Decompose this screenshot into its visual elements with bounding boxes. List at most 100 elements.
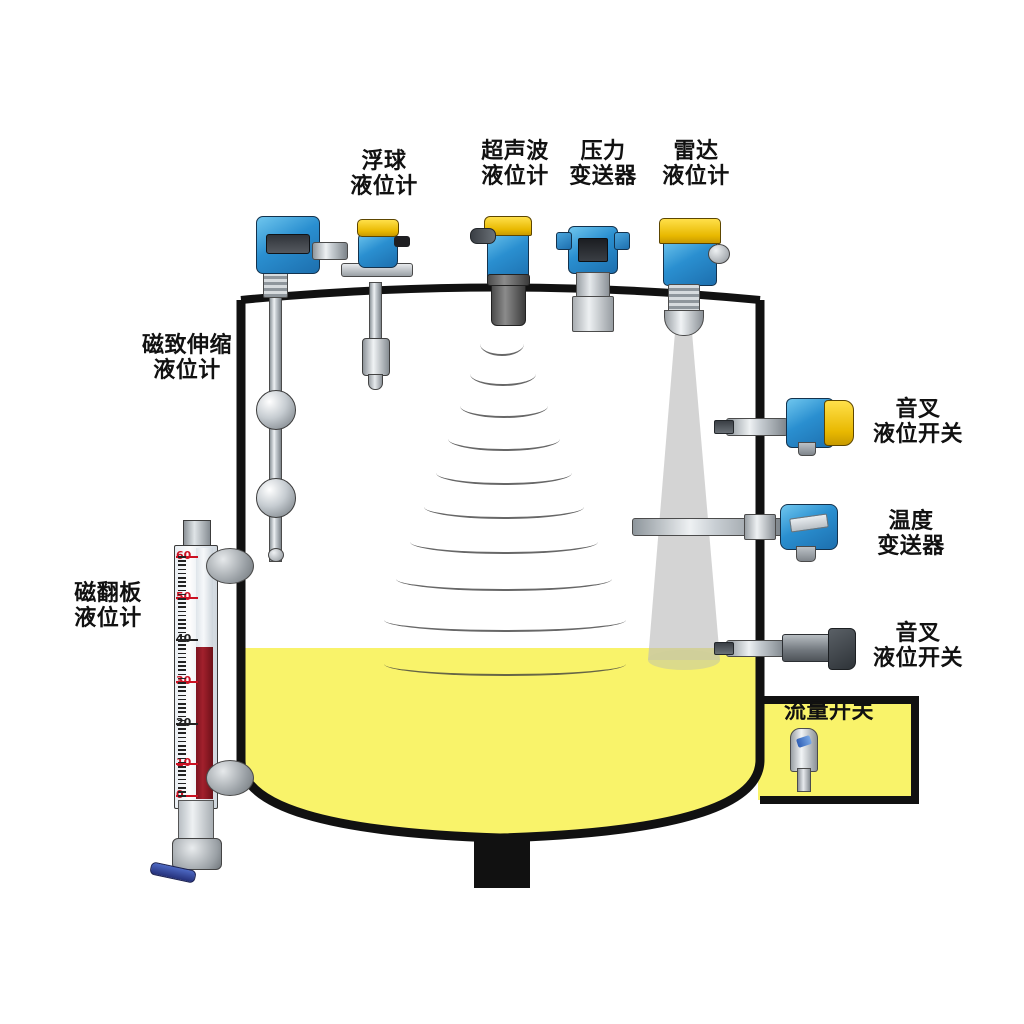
gauge-red-column — [196, 647, 213, 799]
gauge-tick-value: 50 — [176, 590, 192, 603]
gauge-major-line — [176, 763, 198, 765]
gauge-tick-value: 30 — [176, 674, 192, 687]
label-flow-switch: 流量开关 — [783, 699, 874, 724]
gauge-minor-tick — [178, 673, 186, 676]
gauge-minor-tick — [178, 761, 186, 764]
gauge-minor-tick — [178, 665, 186, 667]
float-gauge-tip — [368, 374, 383, 390]
gauge-major-line — [176, 723, 198, 725]
gauge-minor-tick — [178, 572, 186, 575]
gauge-minor-tick — [178, 560, 186, 562]
float-gauge-connector — [394, 236, 410, 247]
label-magnetic-flap: 磁翻板 液位计 — [74, 581, 142, 631]
fork-low-connector — [828, 628, 856, 670]
gauge-minor-tick — [178, 686, 186, 688]
gauge-minor-tick — [178, 703, 186, 705]
gauge-minor-tick — [178, 669, 186, 671]
pressure-right-port — [614, 232, 630, 250]
label-magnetostrictive: 磁致伸缩 液位计 — [141, 333, 232, 383]
gauge-major-line — [176, 597, 198, 599]
label-radar: 雷达 液位计 — [662, 139, 730, 189]
pressure-lcd-display — [578, 238, 608, 262]
gauge-minor-tick — [178, 778, 186, 781]
gauge-minor-tick — [178, 724, 186, 726]
gauge-major-line — [176, 795, 198, 797]
float-collar — [362, 338, 390, 376]
gauge-minor-tick — [178, 795, 186, 797]
gauge-minor-tick — [178, 711, 186, 713]
gauge-minor-tick — [178, 593, 186, 596]
gauge-minor-tick — [178, 787, 186, 789]
gauge-minor-tick — [178, 661, 186, 663]
gauge-minor-tick — [178, 577, 186, 579]
gauge-minor-tick — [178, 782, 186, 785]
gauge-minor-tick — [178, 644, 186, 646]
gauge-minor-tick — [178, 648, 186, 650]
gauge-tick-value: 60 — [176, 549, 191, 562]
label-ultrasonic: 超声波 液位计 — [481, 139, 549, 189]
gauge-minor-tick — [178, 766, 186, 768]
fork-low-body — [782, 634, 832, 662]
label-float-gauge: 浮球 液位计 — [350, 149, 418, 199]
gauge-minor-tick — [178, 715, 186, 718]
gauge-minor-tick — [178, 656, 186, 659]
gauge-upper-flange — [206, 548, 254, 584]
gauge-minor-tick — [178, 598, 186, 600]
gauge-minor-tick — [178, 614, 186, 617]
gauge-drain-valve[interactable] — [172, 838, 222, 870]
gauge-major-line — [176, 639, 198, 641]
gauge-major-line — [176, 556, 198, 558]
gauge-minor-tick — [178, 728, 186, 730]
label-tuning-fork-top: 音叉 液位开关 — [872, 397, 963, 447]
gauge-minor-tick — [178, 791, 186, 793]
gauge-tick-value: 20 — [176, 716, 192, 729]
gauge-tick-value: 0 — [176, 788, 184, 801]
label-tuning-fork-bot: 音叉 液位开关 — [872, 621, 963, 671]
pressure-body — [572, 296, 614, 332]
gauge-minor-tick — [178, 556, 186, 558]
gauge-minor-tick — [178, 757, 186, 760]
float-ball-lower — [256, 478, 296, 518]
label-pressure: 压力 变送器 — [569, 139, 637, 189]
gauge-minor-tick — [178, 606, 186, 608]
ultrasonic-side-port — [470, 228, 496, 244]
gauge-minor-tick — [178, 749, 186, 751]
radar-cable-port — [708, 244, 730, 264]
gauge-minor-tick — [178, 619, 186, 621]
gauge-minor-tick — [178, 753, 186, 755]
magnetostrictive-display — [266, 234, 310, 254]
gauge-minor-tick — [178, 732, 186, 734]
gauge-minor-tick — [178, 736, 186, 739]
gauge-minor-tick — [178, 694, 186, 697]
gauge-minor-tick — [178, 690, 186, 692]
gauge-lower-flange — [206, 760, 254, 796]
gauge-minor-tick — [178, 635, 186, 638]
gauge-minor-tick — [178, 623, 186, 625]
gauge-major-line — [176, 681, 198, 683]
gauge-minor-tick — [178, 740, 186, 743]
flow-switch-stem — [797, 768, 811, 792]
gauge-minor-tick — [178, 698, 186, 701]
gauge-minor-tick — [178, 564, 186, 566]
gauge-minor-tick — [178, 770, 186, 772]
label-temperature: 温度 变送器 — [877, 509, 945, 559]
flow-switch-body — [790, 728, 818, 772]
gauge-tick-value: 40 — [176, 632, 192, 645]
probe-tip — [268, 548, 284, 562]
gauge-minor-tick — [178, 707, 186, 709]
gauge-minor-tick — [178, 568, 186, 571]
gauge-minor-tick — [178, 627, 186, 629]
fork-high-cable-gland — [798, 442, 816, 456]
gauge-minor-tick — [178, 652, 186, 655]
gauge-minor-tick — [178, 610, 186, 613]
gauge-minor-tick — [178, 631, 186, 634]
gauge-minor-tick — [178, 719, 186, 722]
temperature-cable-gland — [796, 546, 816, 562]
gauge-minor-tick — [178, 682, 186, 684]
gauge-minor-tick — [178, 602, 186, 604]
float-ball-upper — [256, 390, 296, 430]
gauge-minor-tick — [178, 589, 186, 592]
